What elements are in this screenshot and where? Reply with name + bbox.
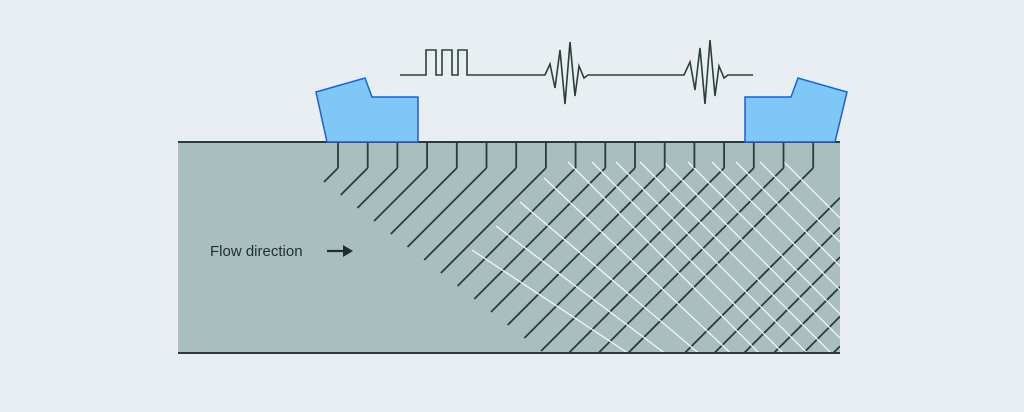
wave-line-reflected (687, 161, 840, 315)
wave-line (684, 197, 840, 353)
wave-line (627, 167, 814, 353)
wave-line (832, 345, 840, 353)
arrow-right-icon (327, 245, 353, 257)
wave-line-reflected (591, 161, 784, 353)
wave-line (473, 167, 606, 300)
wave-line (743, 256, 840, 353)
wave-line-reflected (495, 225, 666, 353)
wave-line-reflected (663, 161, 840, 339)
wave-line (568, 167, 755, 353)
ultrasonic-wave-lines (323, 167, 840, 353)
wave-line-reflected (735, 161, 840, 267)
wave-line (356, 167, 399, 209)
wave-line (440, 167, 547, 274)
wave-line (802, 315, 840, 353)
wave-line-reflected (639, 161, 832, 353)
wave-line (423, 167, 517, 261)
wave-line-reflected (519, 201, 700, 353)
pipe-body (178, 142, 840, 353)
wave-line-reflected (759, 161, 840, 243)
wave-entry-ticks (337, 142, 815, 168)
wave-line-reflected (543, 177, 732, 353)
wave-line-reflected (783, 161, 840, 219)
pulse-signal-icon (400, 39, 753, 105)
flow-direction-label: Flow direction (210, 243, 303, 260)
wave-line (507, 167, 666, 326)
wave-line-reflected (615, 161, 808, 353)
wave-line (540, 167, 725, 352)
reflected-wave-lines (471, 161, 840, 353)
wave-line (390, 167, 458, 235)
wave-line (773, 286, 840, 353)
wave-line (340, 167, 369, 196)
wave-line-reflected (567, 161, 760, 353)
wave-line (490, 167, 636, 313)
transducer-left (315, 77, 419, 143)
wave-line (523, 167, 696, 339)
wave-line (373, 167, 428, 222)
wave-line (456, 167, 577, 287)
wave-line-reflected (471, 249, 629, 353)
transducer-right (744, 77, 848, 143)
wave-line (406, 167, 488, 248)
wave-line (323, 167, 339, 183)
wave-line (713, 226, 840, 353)
wave-line-reflected (711, 161, 840, 291)
